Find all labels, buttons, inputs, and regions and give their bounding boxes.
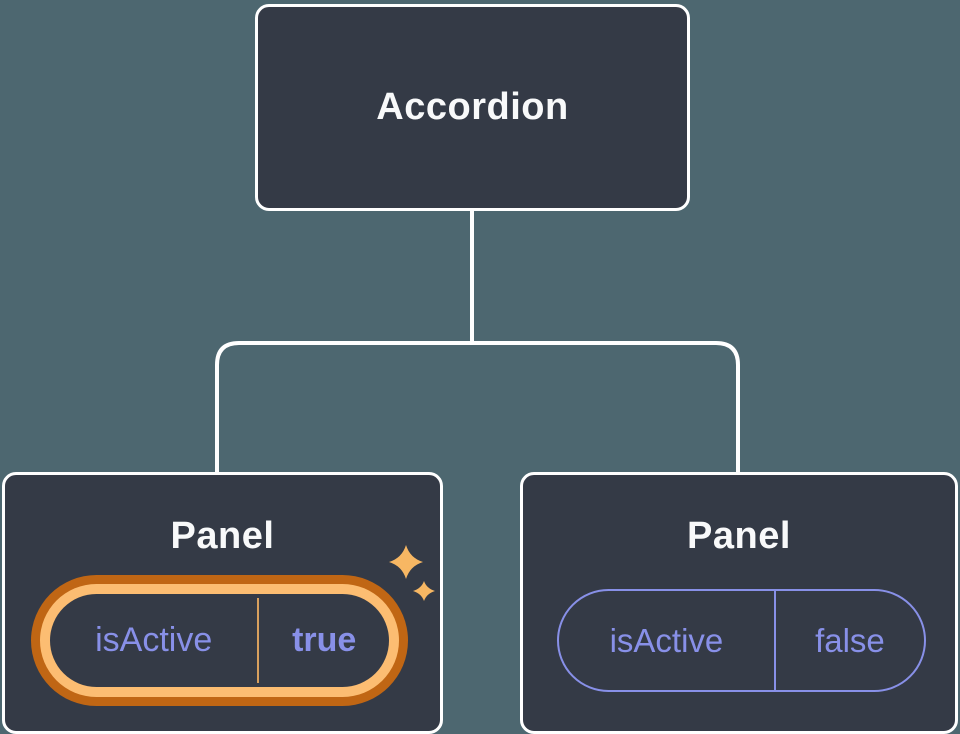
state-pill-plain: isActive false: [557, 589, 926, 692]
component-label: Panel: [170, 515, 275, 557]
component-node-panel-inactive: Panel isActive false: [520, 472, 958, 734]
state-pill-divider: [773, 591, 776, 690]
connector-branch-right: [472, 341, 740, 474]
state-pill-highlighted: isActive true: [31, 575, 408, 706]
state-key: isActive: [609, 621, 724, 659]
state-value: false: [815, 621, 885, 659]
state-pill-divider: [257, 598, 260, 683]
component-label: Panel: [687, 515, 791, 557]
component-label: Accordion: [376, 86, 569, 128]
state-value: true: [292, 621, 357, 659]
state-key: isActive: [95, 621, 213, 659]
state-pill-highlight-ring: isActive true: [40, 584, 399, 697]
state-pill-body: isActive true: [50, 594, 389, 687]
connector-branch-left: [215, 341, 472, 474]
component-node-accordion: Accordion: [255, 4, 690, 211]
component-node-panel-active: Panel isActive true: [2, 472, 443, 734]
